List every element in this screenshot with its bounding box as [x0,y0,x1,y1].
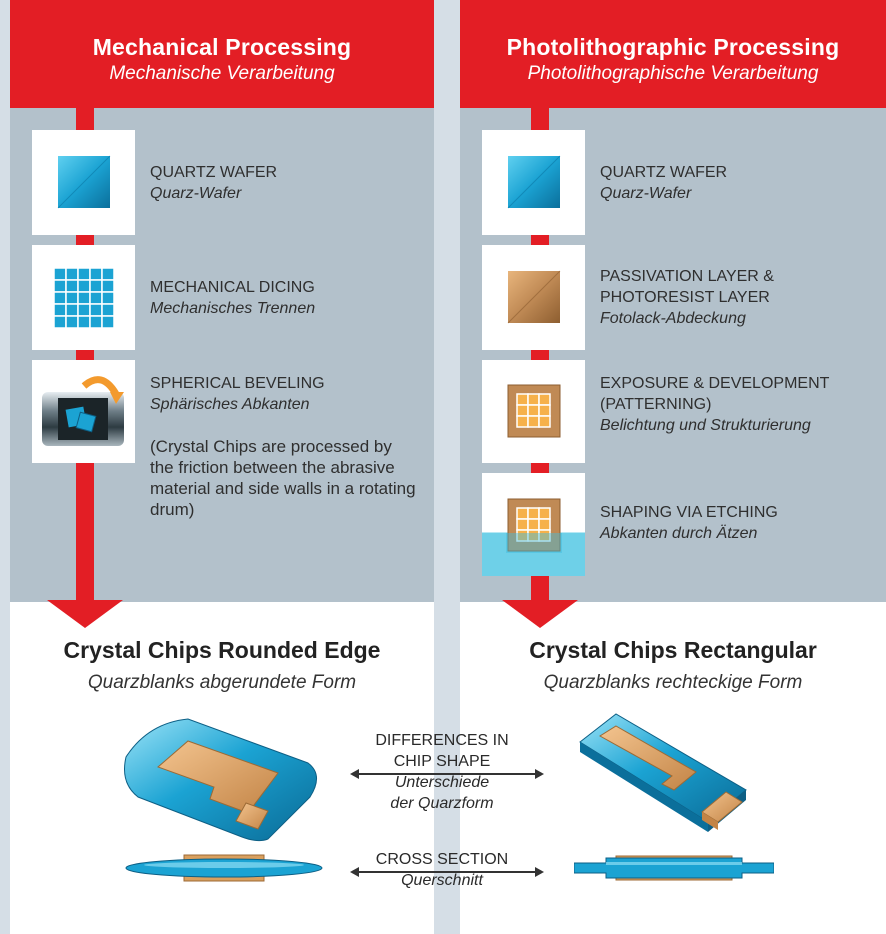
mechanical-column: Mechanical Processing Mechanische Verarb… [10,0,434,934]
photolithographic-header: Photolithographic Processing Photolithog… [460,0,886,108]
process-flow-arrow [502,600,578,628]
comparison-label-line2: CHIP SHAPE [393,753,491,770]
diced-wafer-icon [54,268,114,328]
photolithographic-column: Photolithographic Processing Photolithog… [460,0,886,934]
patterned-wafer-icon [507,384,561,438]
step-label-de: Belichtung und Strukturierung [600,417,811,434]
step-label: SPHERICAL BEVELING [150,375,325,392]
quartz-wafer-icon [507,155,561,209]
header-title: Mechanical Processing [92,34,352,60]
cross-section-comparison: CROSS SECTION Querschnitt [352,849,532,891]
comparison-label-de: Querschnitt [401,872,483,889]
result-subtitle: Quarzblanks rechteckige Form [543,672,803,693]
comparison-label-de: Unterschiede [394,774,490,791]
photoresist-layer-icon [507,270,561,324]
step-tile-dicing [32,245,135,350]
double-arrow-icon [350,867,544,877]
rounded-cross-section-icon [125,854,323,882]
header-subtitle: Photolithographische Verarbeitung [527,63,819,84]
step-label-line2: (PATTERNING) [600,396,712,413]
result-title: Crystal Chips Rounded Edge [63,637,381,663]
rounded-chip-icon [124,718,317,842]
step-label-line2: PHOTORESIST LAYER [600,289,770,306]
result-title: Crystal Chips Rectangular [529,637,817,663]
etching-bath-icon [506,498,562,553]
chip-shape-comparison: DIFFERENCES IN CHIP SHAPE Unterschiede d… [352,730,532,814]
step-tile-etching [482,473,585,576]
step-quartz-wafer: QUARTZ WAFER Quarz-Wafer [600,162,727,204]
step-mechanical-dicing: MECHANICAL DICING Mechanisches Trennen [150,277,315,319]
step-label: EXPOSURE & DEVELOPMENT [600,375,830,392]
step-quartz-wafer: QUARTZ WAFER Quarz-Wafer [150,162,277,204]
step-label-de: Quarz-Wafer [600,185,692,202]
step-label-de: Sphärisches Abkanten [150,396,310,413]
step-label-de: Abkanten durch Ätzen [600,525,758,542]
step-note: (Crystal Chips are processed by the fric… [150,437,416,519]
rotating-drum-icon [42,376,124,446]
step-label-de: Mechanisches Trennen [150,300,316,317]
quartz-wafer-icon [57,155,111,209]
header-subtitle: Mechanische Verarbeitung [109,63,335,84]
comparison-label-de-line2: der Quarzform [390,795,494,812]
header-title: Photolithographic Processing [506,34,840,60]
step-shaping-etching: SHAPING VIA ETCHING Abkanten durch Ätzen [600,502,778,544]
step-tile-beveling [32,360,135,463]
step-label-de: Quarz-Wafer [150,185,242,202]
step-tile-quartz-wafer [32,130,135,235]
step-label: QUARTZ WAFER [150,164,278,181]
mechanical-header: Mechanical Processing Mechanische Verarb… [10,0,434,108]
step-label-de: Fotolack-Abdeckung [600,310,746,327]
comparison-label: CROSS SECTION [375,851,509,868]
step-label: PASSIVATION LAYER & [600,268,774,285]
step-tile-patterning [482,360,585,463]
step-passivation-photoresist: PASSIVATION LAYER & PHOTORESIST LAYER Fo… [600,266,774,329]
rectangular-cross-section-icon [574,855,774,881]
step-label: MECHANICAL DICING [150,279,315,296]
result-subtitle: Quarzblanks abgerundete Form [87,672,357,693]
rectangular-chip-icon [579,713,747,832]
step-spherical-beveling: SPHERICAL BEVELING Sphärisches Abkanten … [150,373,420,520]
step-tile-quartz-wafer [482,130,585,235]
step-tile-photoresist [482,245,585,350]
step-label: QUARTZ WAFER [600,164,728,181]
step-label: SHAPING VIA ETCHING [600,504,778,521]
process-flow-arrow [47,600,123,628]
comparison-label: DIFFERENCES IN [375,732,509,749]
double-arrow-icon [350,769,544,779]
step-exposure-development: EXPOSURE & DEVELOPMENT (PATTERNING) Beli… [600,373,829,436]
